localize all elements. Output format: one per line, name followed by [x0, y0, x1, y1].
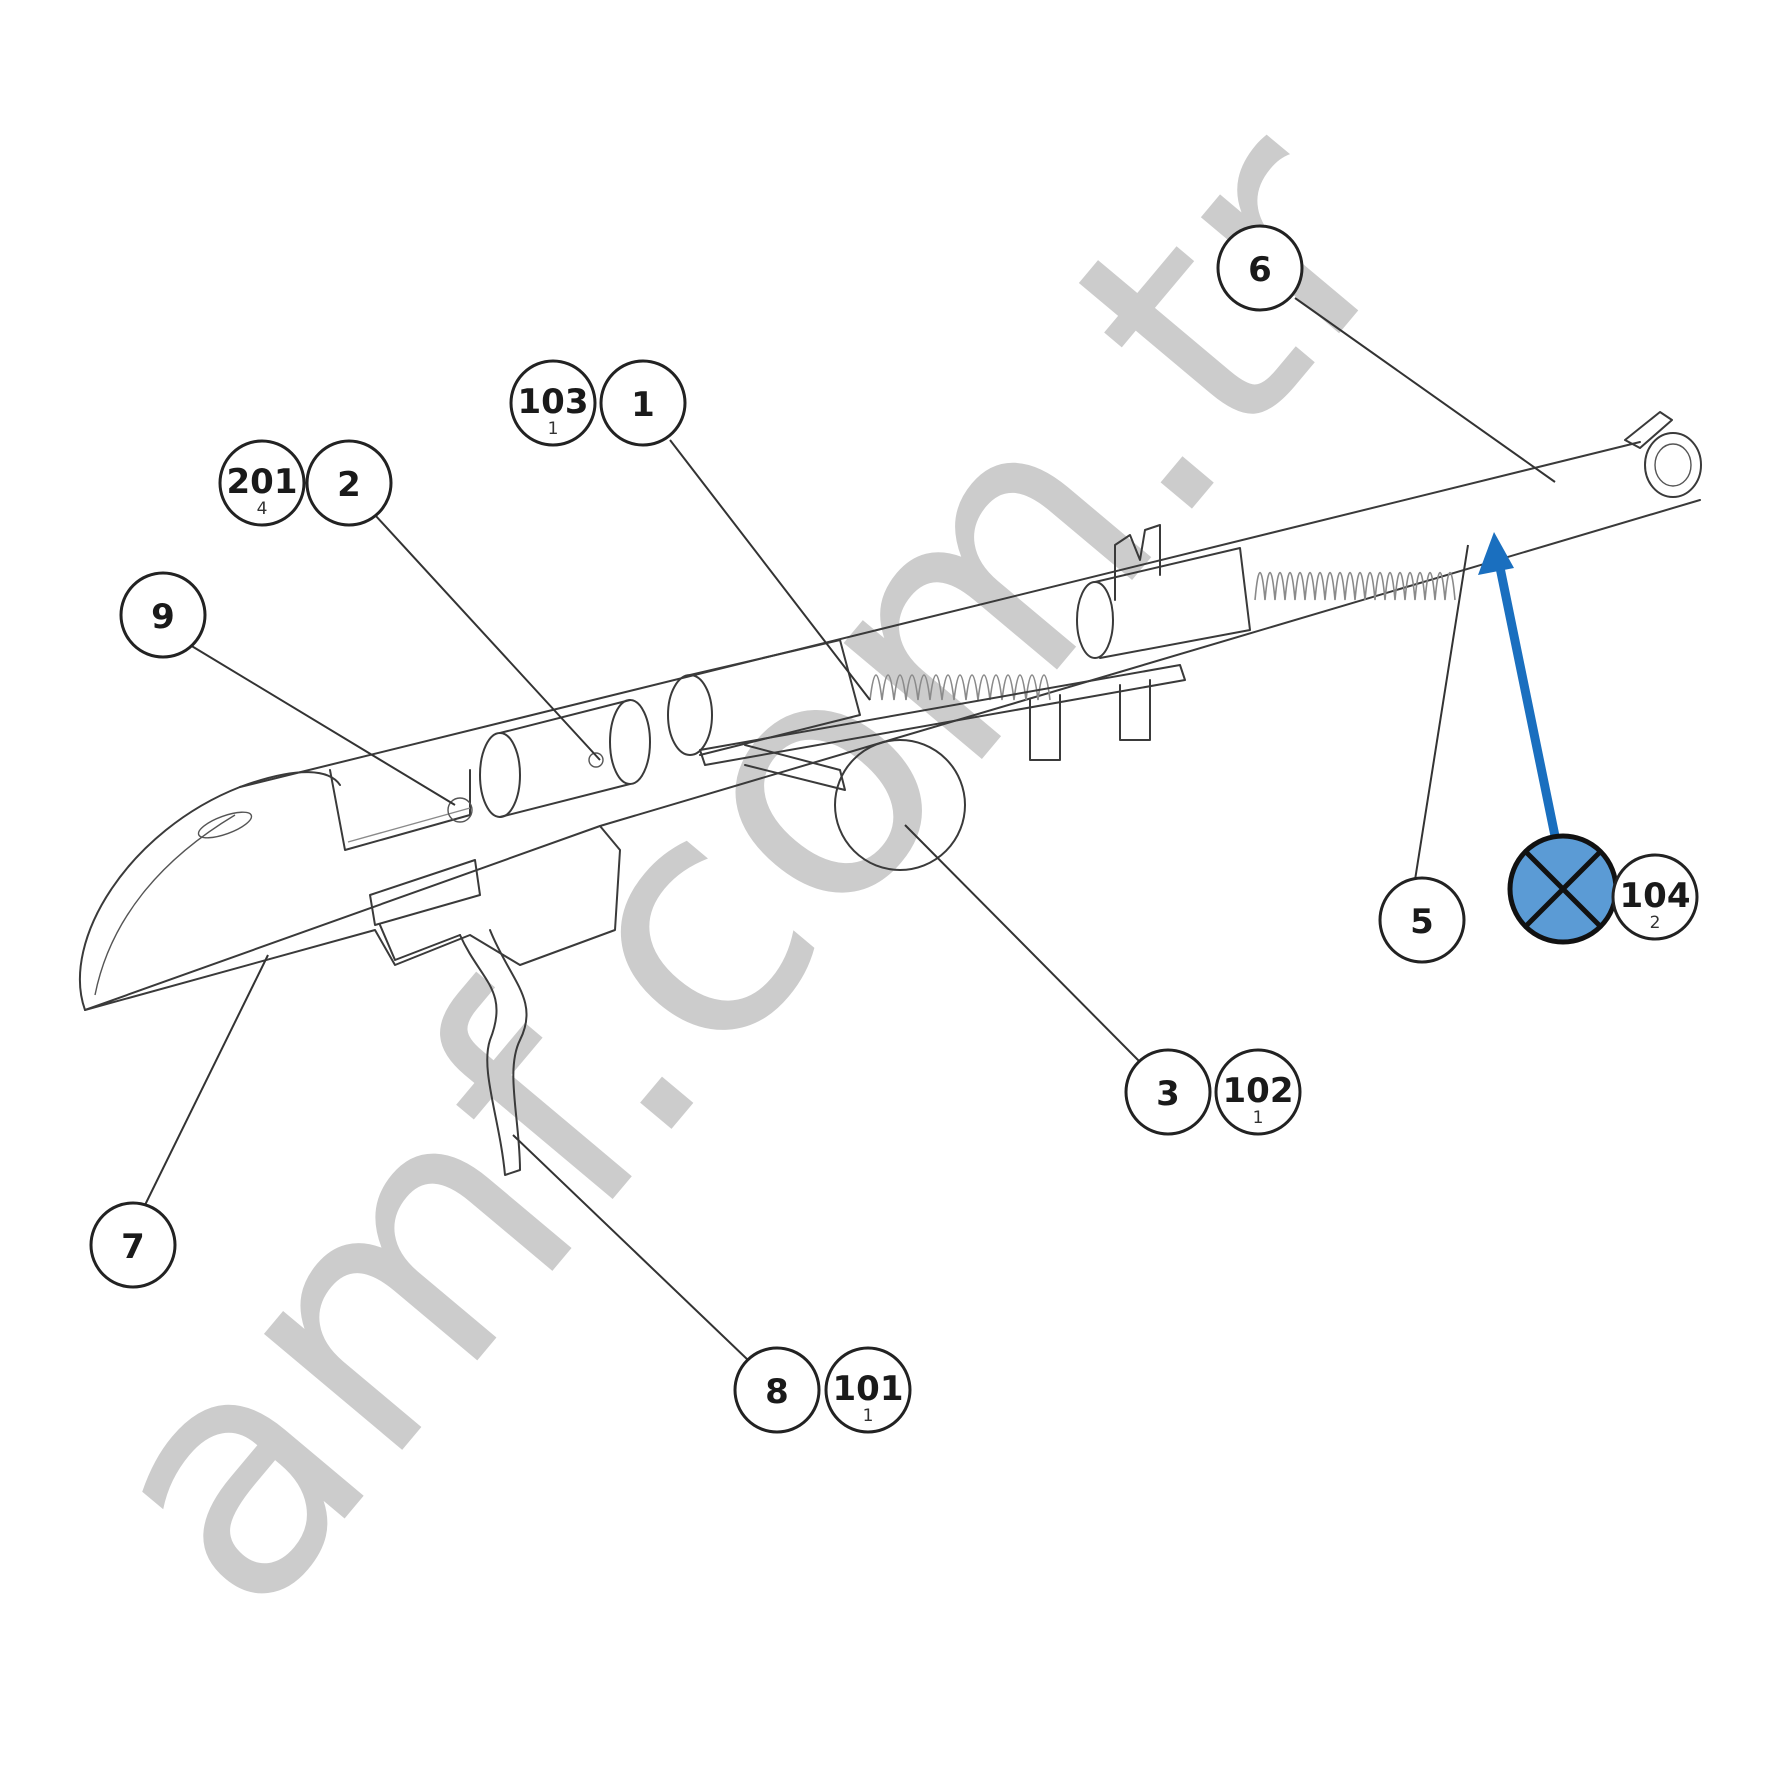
svg-text:103: 103	[518, 382, 589, 422]
svg-text:4: 4	[257, 499, 268, 519]
arrow-head-icon	[1478, 532, 1514, 575]
callout-6[interactable]: 6	[1216, 224, 1304, 312]
svg-text:2: 2	[337, 465, 361, 505]
callout-7[interactable]: 7	[89, 1201, 177, 1289]
main-tube-bottom	[599, 499, 1701, 827]
rear-spring	[1254, 572, 1456, 601]
callout-2[interactable]: 2	[305, 439, 393, 527]
callout-101[interactable]: 101 1	[824, 1346, 912, 1434]
assembly-drawing	[79, 411, 1702, 1176]
missing-part-marker[interactable]	[1478, 532, 1619, 945]
callout-103[interactable]: 103 1	[509, 359, 597, 447]
tube-end-ring	[1644, 432, 1702, 498]
trigger-lever	[459, 929, 528, 1176]
svg-text:5: 5	[1410, 902, 1434, 942]
knob	[834, 739, 966, 871]
callout-5[interactable]: 5	[1378, 876, 1466, 964]
callout-1[interactable]: 1	[599, 359, 687, 447]
svg-text:1: 1	[1253, 1108, 1264, 1128]
main-tube-top	[239, 441, 1641, 788]
svg-text:9: 9	[151, 597, 175, 637]
svg-text:3: 3	[1156, 1074, 1180, 1114]
slider-bushing	[447, 699, 651, 823]
svg-text:201: 201	[227, 462, 298, 502]
pin-9	[447, 797, 473, 823]
inner-spring	[869, 674, 1051, 701]
callout-9[interactable]: 9	[119, 571, 207, 659]
svg-text:1: 1	[548, 419, 559, 439]
svg-text:6: 6	[1248, 250, 1272, 290]
svg-text:1: 1	[863, 1406, 874, 1426]
callout-3[interactable]: 3	[1124, 1048, 1212, 1136]
svg-text:102: 102	[1223, 1071, 1294, 1111]
callout-102[interactable]: 102 1	[1214, 1048, 1302, 1136]
callout-201[interactable]: 201 4	[218, 439, 306, 527]
svg-text:2: 2	[1650, 913, 1661, 933]
callout-104[interactable]: 104 2	[1611, 853, 1699, 941]
handle-nose	[79, 771, 341, 1011]
callout-8[interactable]: 8	[733, 1346, 821, 1434]
svg-text:1: 1	[631, 385, 655, 425]
svg-text:104: 104	[1620, 876, 1691, 916]
svg-text:8: 8	[765, 1372, 789, 1412]
svg-text:7: 7	[121, 1227, 145, 1267]
handle-body	[84, 825, 621, 1011]
leader-lines	[144, 297, 1556, 1361]
svg-text:101: 101	[833, 1369, 904, 1409]
